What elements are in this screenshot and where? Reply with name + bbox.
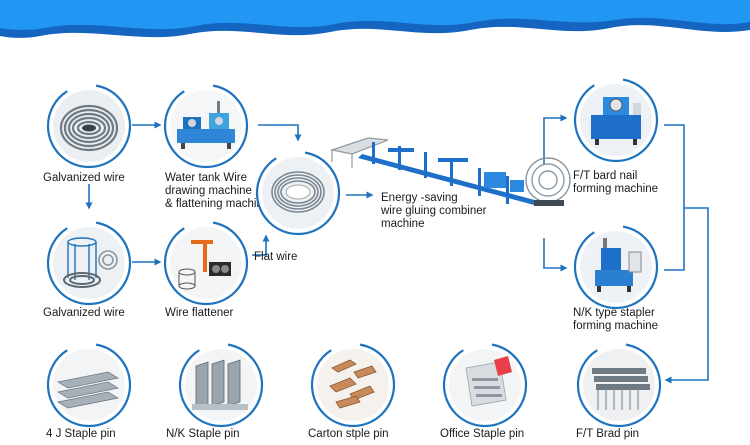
galvanized-wire-2-label: Galvanized wire [43, 307, 125, 320]
staple-office-label: Office Staple pin [440, 428, 524, 441]
arrow-bracket-to-brad [666, 208, 708, 380]
carton-staple-icon [310, 342, 396, 428]
nk-stapler-machine-node [573, 224, 659, 310]
wire-flattener-node [163, 220, 249, 306]
ft-bard-nail-machine-node [573, 77, 659, 163]
staple-carton-label: Carton stple pin [308, 428, 389, 441]
brad-ft-label: F/T Brad pin [576, 428, 639, 441]
forming-machine-icon [573, 77, 659, 163]
water-tank-drawing-machine-label: Water tank Wire drawing machine & flatte… [165, 172, 269, 211]
staple-office-node [442, 342, 528, 428]
water-tank-drawing-machine-node [163, 83, 249, 169]
stapler-machine-icon [573, 224, 659, 310]
staple-4j-node [46, 342, 132, 428]
combiner-machine-label: Energy -saving wire gluing combiner mach… [381, 192, 486, 231]
staple-nk-node [178, 342, 264, 428]
brad-ft-node [576, 342, 662, 428]
arrow-combiner-to-nk [544, 238, 566, 268]
wire-drawing-machine-icon [163, 83, 249, 169]
galvanized-wire-node [46, 83, 132, 169]
wire-flattener-icon [163, 220, 249, 306]
ft-bard-nail-machine-label: F/T bard nail forming machine [573, 170, 658, 196]
flat-wire-label: Flat wire [254, 251, 297, 264]
arrow-ft-bracket [664, 125, 684, 270]
nk-stapler-machine-label: N/K type stapler forming machine [573, 307, 658, 333]
galvanized-wire-cage-node [46, 220, 132, 306]
office-staple-icon [442, 342, 528, 428]
wire-coil-icon [46, 83, 132, 169]
nk-staple-icon [178, 342, 264, 428]
staple-4j-label: 4 J Staple pin [46, 428, 116, 441]
staple-strip-icon [46, 342, 132, 428]
arrow-drawing-to-flatwire [258, 125, 298, 140]
header-wave [0, 0, 750, 48]
staple-nk-label: N/K Staple pin [166, 428, 240, 441]
staple-carton-node [310, 342, 396, 428]
galvanized-wire-label: Galvanized wire [43, 172, 125, 185]
wire-flattener-label: Wire flattener [165, 307, 233, 320]
brad-pin-icon [576, 342, 662, 428]
wire-cage-icon [46, 220, 132, 306]
